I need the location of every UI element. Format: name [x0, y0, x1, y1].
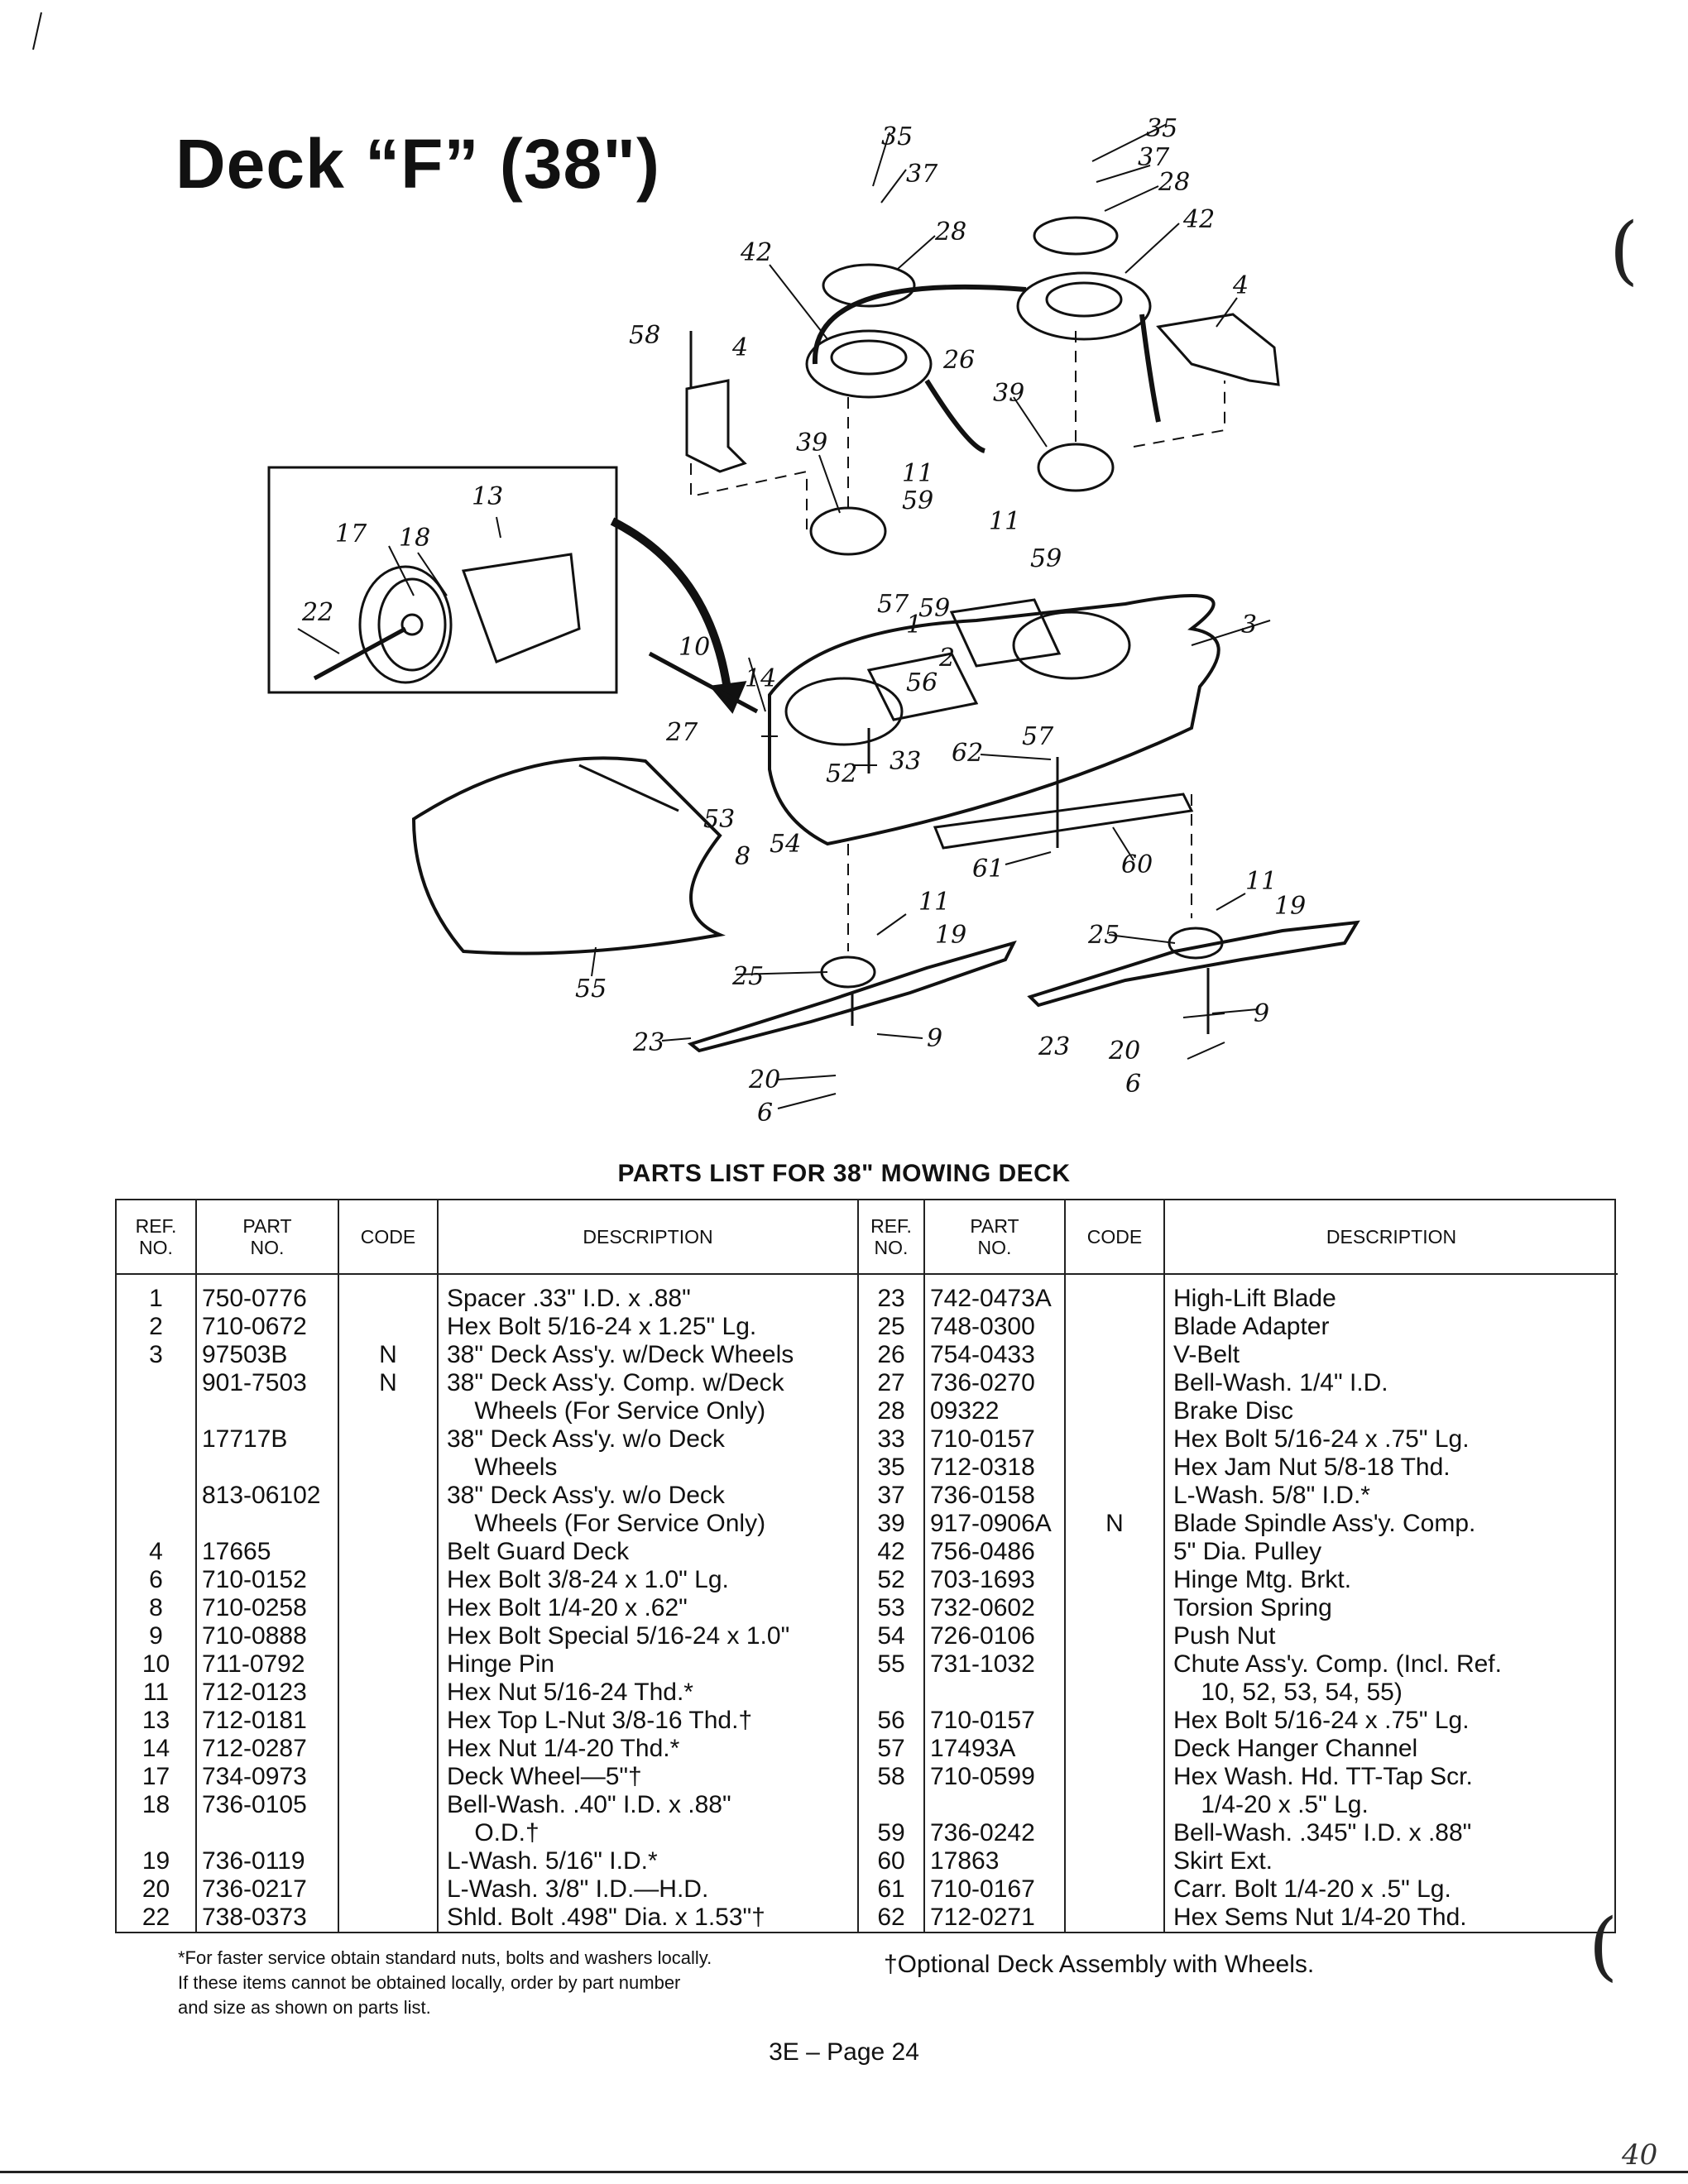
callout-28-right: 28	[1158, 168, 1190, 197]
callout-4-left: 4	[731, 333, 748, 362]
brake-disc-shape	[822, 263, 916, 308]
margin-bracket-bottom: (	[1589, 1903, 1618, 1990]
callout-39-left: 39	[796, 429, 827, 457]
discharge-chute-shape	[411, 756, 726, 956]
header-part-no-left: PART NO.	[196, 1200, 339, 1275]
header-description-left: DESCRIPTION	[438, 1200, 859, 1275]
callout-59-c: 59	[918, 594, 950, 623]
callout-14: 14	[745, 664, 776, 693]
header-part-no-right: PART NO.	[924, 1200, 1066, 1275]
callout-39-right: 39	[993, 379, 1024, 408]
spindle-right-shape	[1037, 443, 1115, 492]
callout-23-right: 23	[1038, 1032, 1070, 1061]
callout-11-a: 11	[902, 459, 933, 488]
header-code-left: CODE	[338, 1200, 439, 1275]
callout-23-left: 23	[632, 1028, 664, 1057]
callout-53: 53	[703, 805, 735, 834]
callout-20-left: 20	[748, 1066, 780, 1094]
margin-bracket-top: (	[1609, 207, 1639, 294]
callout-11-b: 11	[989, 507, 1020, 536]
callout-28-left: 28	[934, 218, 966, 247]
callout-27: 27	[665, 718, 698, 747]
left-ref-column: 1 2 3 4 6 8 9 10 11 13 14 17 18 19 20 22	[117, 1274, 197, 1932]
callout-42-right: 42	[1182, 205, 1215, 234]
callout-37-left: 37	[906, 160, 938, 189]
callout-8: 8	[735, 842, 750, 871]
exploded-parts-diagram: 35 37 28 42 35 37 28 42 58 4 4 26 39 39 …	[32, 12, 1360, 1128]
callout-61: 61	[972, 855, 1004, 884]
callout-11-c: 11	[918, 888, 950, 917]
header-ref-no-left: REF. NO.	[117, 1200, 197, 1275]
right-code-column: N	[1065, 1274, 1165, 1932]
callout-4-right: 4	[1232, 271, 1249, 300]
callout-59-b: 59	[1030, 544, 1062, 573]
callout-54: 54	[770, 830, 801, 859]
deck-housing-shape	[768, 594, 1220, 846]
callout-1: 1	[906, 611, 922, 639]
callout-33: 33	[890, 747, 921, 776]
header-description-right: DESCRIPTION	[1164, 1200, 1618, 1275]
page-number: 3E – Page 24	[769, 2038, 919, 2066]
bottom-rule	[0, 2171, 1688, 2173]
callout-22: 22	[301, 598, 333, 627]
callout-6-left: 6	[757, 1099, 773, 1128]
callout-26: 26	[942, 346, 975, 375]
inset-box	[267, 466, 618, 694]
parts-list-title: PARTS LIST FOR 38" MOWING DECK	[617, 1160, 1071, 1187]
callout-20-right: 20	[1108, 1037, 1140, 1066]
callout-18: 18	[399, 524, 430, 553]
callout-37-right: 37	[1138, 143, 1170, 172]
callout-59-a: 59	[902, 486, 933, 515]
callout-13: 13	[472, 482, 503, 511]
callout-57-bottom: 57	[1022, 722, 1054, 751]
callout-19-a: 19	[935, 921, 966, 950]
callout-3: 3	[1241, 611, 1257, 639]
header-code-right: CODE	[1065, 1200, 1165, 1275]
pulley-left-shape	[805, 329, 933, 399]
callout-19-b: 19	[1274, 892, 1306, 921]
parts-table: REF. NO. PART NO. CODE DESCRIPTION REF. …	[115, 1199, 1618, 1933]
right-description-column: High-Lift Blade Blade Adapter V-Belt Bel…	[1173, 1285, 1502, 1931]
blade-left-shape	[687, 940, 1017, 1053]
callout-25-right: 25	[1087, 921, 1120, 950]
skirt-ext-shape	[933, 793, 1194, 850]
belt-guard-right-shape	[1156, 313, 1280, 386]
callout-25-left: 25	[731, 962, 764, 991]
callout-56: 56	[906, 668, 938, 697]
spindle-left-shape	[809, 506, 887, 556]
blade-right-shape	[1027, 920, 1360, 1008]
callout-35-right: 35	[1146, 114, 1177, 143]
callout-17: 17	[335, 520, 367, 548]
left-part-column: 750-0776 710-0672 97503B 901-7503 17717B…	[196, 1274, 339, 1932]
right-ref-column: 23 25 26 27 28 33 35 37 39 42 52 53 54 5…	[858, 1274, 925, 1932]
footnote-optional-deck: †Optional Deck Assembly with Wheels.	[884, 1951, 1315, 1978]
callout-11-d: 11	[1245, 867, 1277, 896]
left-code-column: N N	[338, 1274, 439, 1932]
callout-62: 62	[952, 739, 983, 768]
deck-wheel-shape	[358, 565, 453, 684]
callout-52: 52	[826, 759, 857, 788]
left-description-column: Spacer .33" I.D. x .88" Hex Bolt 5/16-24…	[438, 1274, 859, 1932]
footnote-standard-hardware: *For faster service obtain standard nuts…	[178, 1947, 712, 2018]
handwritten-page-note: 40	[1622, 2138, 1658, 2172]
callout-35-left: 35	[881, 122, 913, 151]
callout-10: 10	[679, 633, 710, 662]
callout-9-left: 9	[927, 1024, 942, 1053]
callout-58: 58	[629, 321, 660, 350]
page-title: Deck “F” (38")	[175, 125, 661, 203]
callout-60: 60	[1121, 850, 1153, 879]
callout-55: 55	[575, 975, 607, 1003]
right-part-column: 742-0473A 748-0300 754-0433 736-0270 093…	[924, 1274, 1066, 1932]
header-ref-no-right: REF. NO.	[858, 1200, 925, 1275]
v-belt-shape	[812, 284, 1027, 365]
callout-6-right: 6	[1125, 1070, 1141, 1099]
callout-57-top: 57	[877, 590, 909, 619]
pulley-right-shape	[1016, 271, 1152, 341]
belt-guard-left-shape	[685, 379, 747, 473]
callout-2: 2	[938, 644, 955, 673]
callout-42-left: 42	[740, 238, 772, 267]
callout-9-right: 9	[1254, 999, 1269, 1028]
